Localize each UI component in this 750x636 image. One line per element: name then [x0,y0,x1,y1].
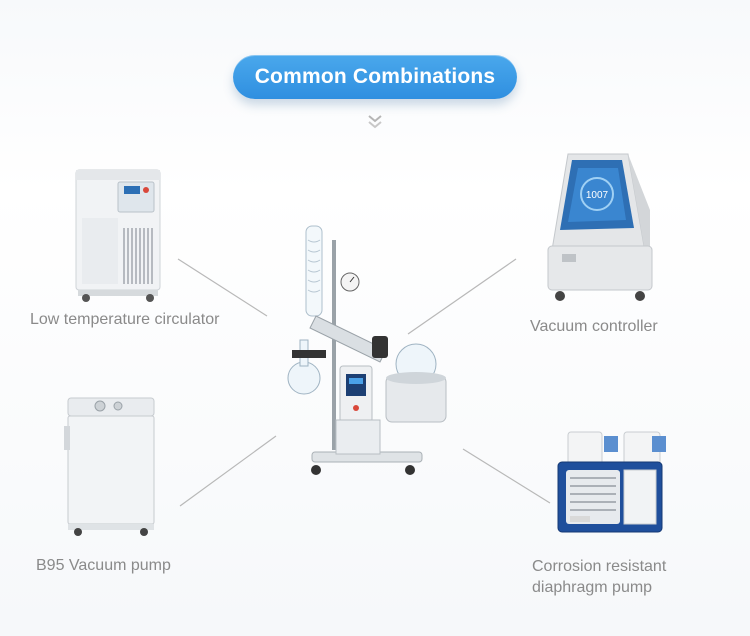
double-chevron-down-icon [368,115,382,129]
connector-diaphragm-pump [462,448,551,504]
diaphragm-pump-label-line1: Corrosion resistant [532,558,667,575]
connector-circulator [177,258,268,317]
vacuum-pump-label: B95 Vacuum pump [36,557,171,574]
section-title: Common Combinations [254,65,496,88]
connector-vacuum-controller [407,258,517,335]
diaphragm-pump-label-line2: diaphragm pump [532,579,653,596]
vacuum-controller-label: Vacuum controller [530,318,658,335]
diaphragm-pump-label: Corrosion resistant diaphragm pump [532,556,666,598]
svg-text:1007: 1007 [586,190,609,201]
circulator-label: Low temperature circulator [30,311,220,328]
rotary-evaporator-image [276,220,456,486]
section-title-pill: Common Combinations [233,55,517,99]
vacuum-controller-image: 1007 [538,150,658,306]
vacuum-pump-image [60,392,160,538]
circulator-image [72,166,164,306]
diaphragm-pump-image [552,428,672,544]
connector-vacuum-pump [179,435,277,507]
